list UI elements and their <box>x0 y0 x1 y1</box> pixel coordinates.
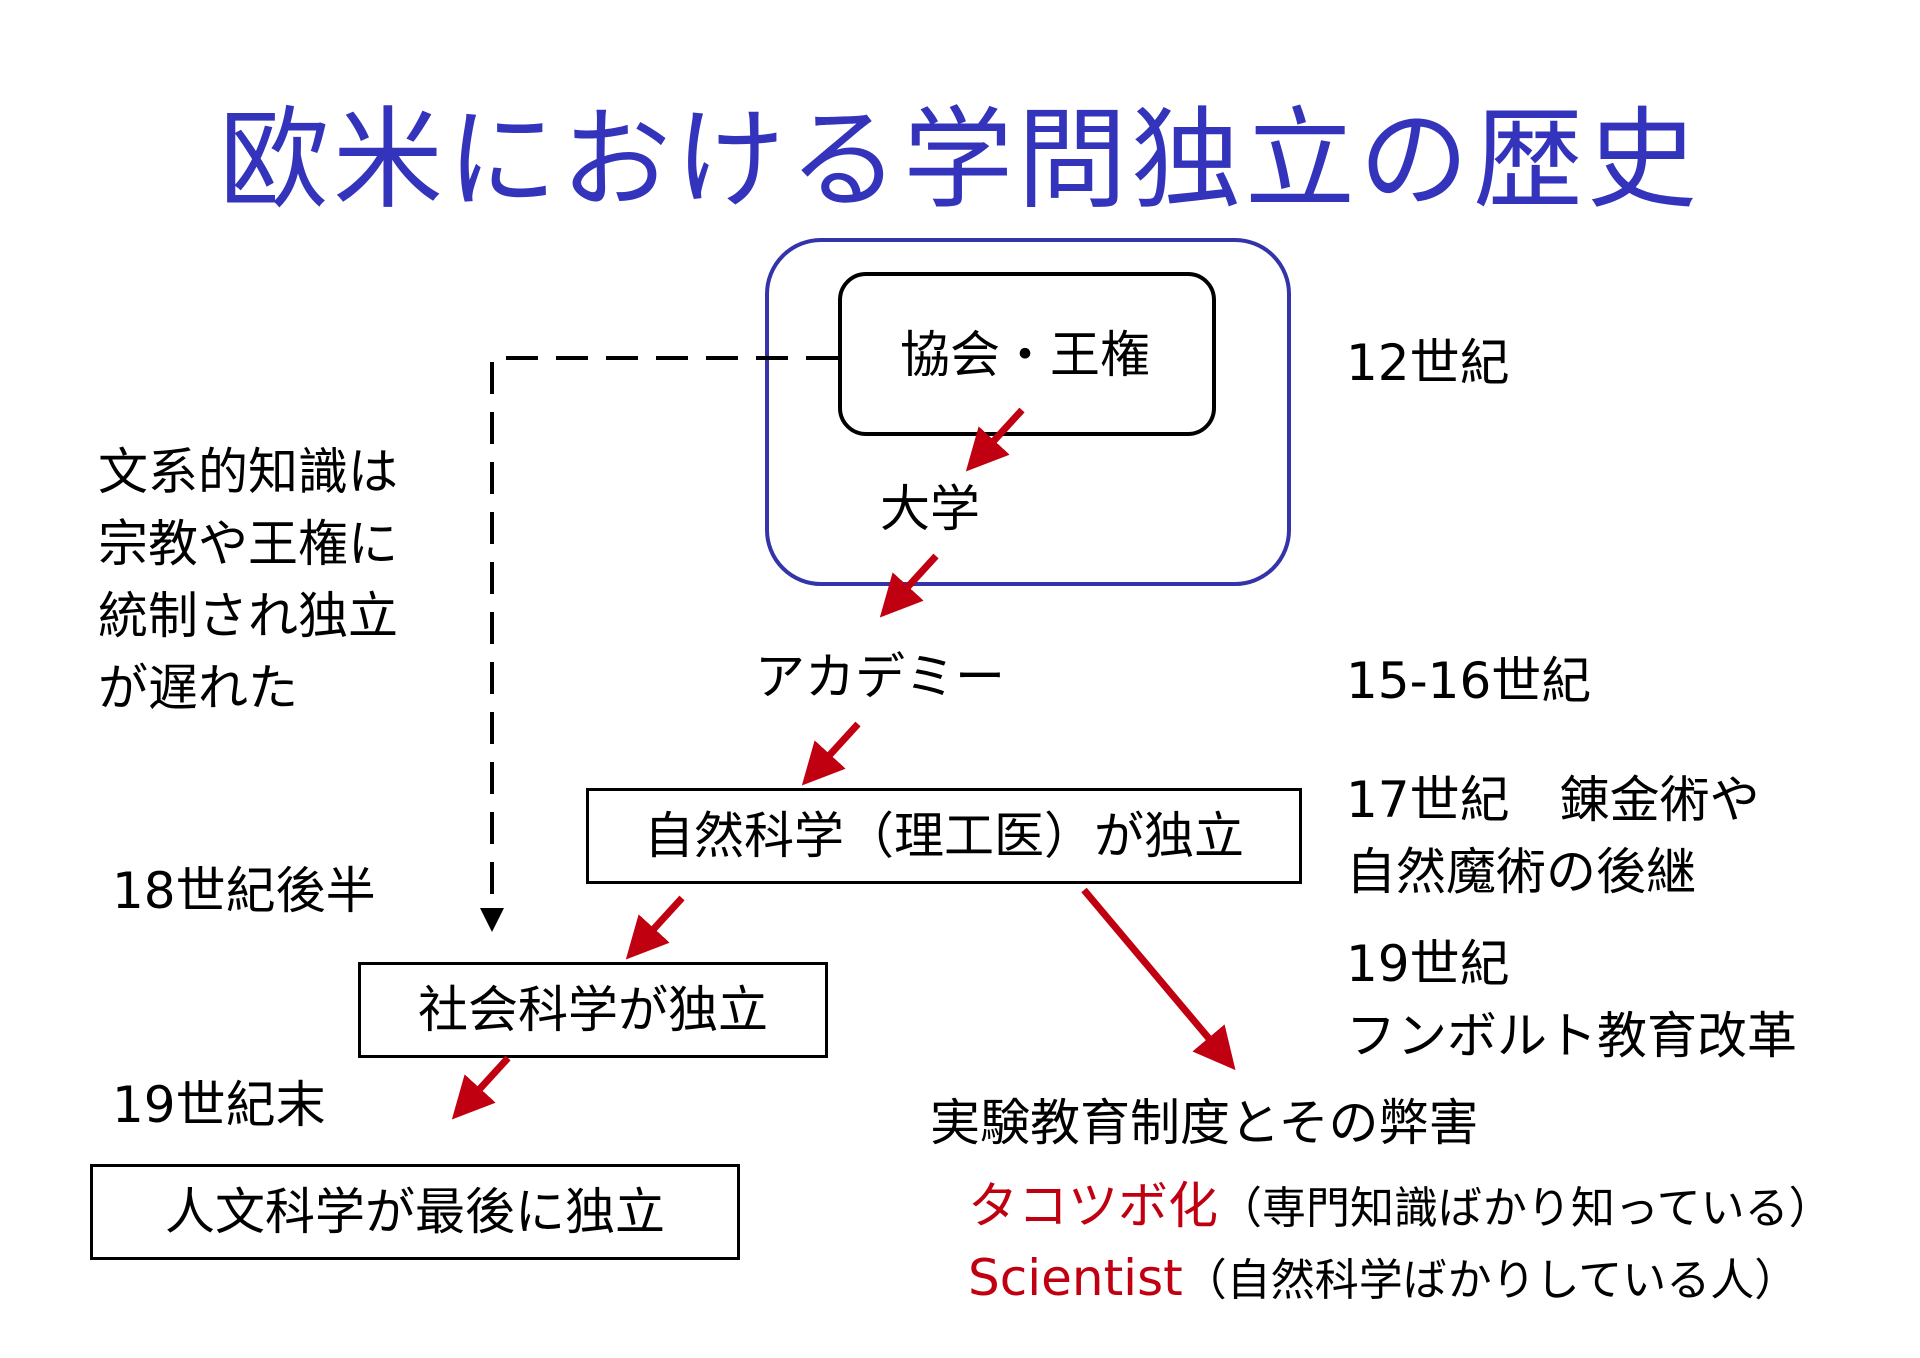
humanities-box: 人文科学が最後に独立 <box>90 1164 740 1260</box>
church-royal-label: 協会・王権 <box>900 326 1150 384</box>
arrow-natural-to-social-science <box>625 895 685 960</box>
period-19th-century: 19世紀 フンボルト教育改革 <box>1346 928 1797 1072</box>
period-19-line: 19世紀 <box>1346 935 1510 993</box>
consequence-heading: 実験教育制度とその弊害 <box>930 1094 1479 1152</box>
scientist-desc: （自然科学ばかりしている人） <box>1182 1255 1799 1306</box>
note-line: 統制され独立 <box>98 587 398 645</box>
academy-label: アカデミー <box>755 648 1005 706</box>
scientist-term: Scientist <box>968 1249 1183 1307</box>
arrow-academy-to-natural-science <box>801 721 861 786</box>
period-12th-century: 12世紀 <box>1346 334 1510 392</box>
arrow-university-to-academy <box>879 553 939 618</box>
takotsubo-term: タコツボ化 <box>968 1177 1218 1235</box>
takotsubo-desc: （専門知識ばかり知っている） <box>1218 1183 1833 1234</box>
social-science-box: 社会科学が独立 <box>358 962 828 1058</box>
arrow-social-to-humanities <box>451 1055 511 1120</box>
humanities-delay-note: 文系的知識は 宗教や王権に 統制され独立 が遅れた <box>98 436 398 724</box>
period-17-line: 17世紀 錬金術や <box>1346 771 1760 829</box>
period-end-19th-century: 19世紀末 <box>112 1076 326 1134</box>
arrow-natural-science-to-consequence <box>1081 887 1236 1071</box>
medieval-frame <box>765 238 1291 586</box>
period-19-line: フンボルト教育改革 <box>1346 1007 1797 1065</box>
arrow-church-to-university <box>965 407 1025 472</box>
period-17th-century: 17世紀 錬金術や 自然魔術の後継 <box>1346 764 1760 908</box>
dashed-control-connector <box>480 356 838 932</box>
natural-science-label: 自然科学（理工医）が独立 <box>644 807 1244 865</box>
church-royal-box <box>838 272 1216 436</box>
humanities-label: 人文科学が最後に独立 <box>165 1183 665 1241</box>
natural-science-box: 自然科学（理工医）が独立 <box>586 788 1302 884</box>
social-science-label: 社会科学が独立 <box>418 981 768 1039</box>
page-title: 欧米における学問独立の歴史 <box>219 96 1701 224</box>
note-line: が遅れた <box>98 659 298 717</box>
period-15-16th-century: 15-16世紀 <box>1346 652 1592 710</box>
note-line: 宗教や王権に <box>98 515 398 573</box>
university-label: 大学 <box>880 480 980 538</box>
period-17-line: 自然魔術の後継 <box>1346 843 1696 901</box>
consequence-item-scientist: Scientist（自然科学ばかりしている人） <box>968 1244 1798 1308</box>
consequence-item-takotsubo: タコツボ化（専門知識ばかり知っている） <box>968 1172 1833 1236</box>
note-line: 文系的知識は <box>98 443 398 501</box>
period-late-18th-century: 18世紀後半 <box>112 862 376 920</box>
